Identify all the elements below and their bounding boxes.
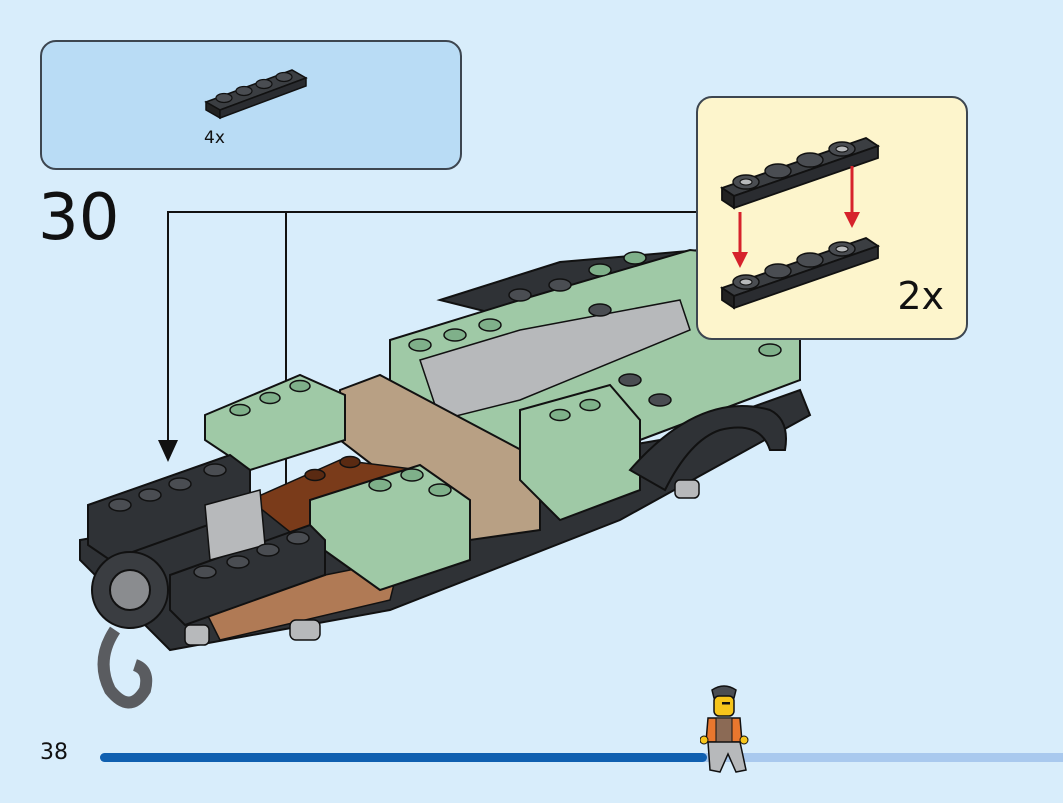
progress-bar-fill [100, 753, 707, 762]
black-plate-1x4-icon [204, 69, 308, 120]
down-arrow-icon [732, 166, 860, 268]
sub-assembly-illustration [719, 137, 881, 310]
parts-list-box: 4x [40, 40, 462, 170]
step-number: 30 [38, 181, 120, 255]
progress-bar [100, 753, 1063, 762]
page-number: 38 [40, 740, 68, 765]
minifigure-icon [700, 685, 749, 773]
sub-assembly-box: 2x [696, 96, 968, 340]
sub-assembly-quantity: 2x [897, 274, 944, 318]
part-quantity: 4x [204, 128, 225, 148]
